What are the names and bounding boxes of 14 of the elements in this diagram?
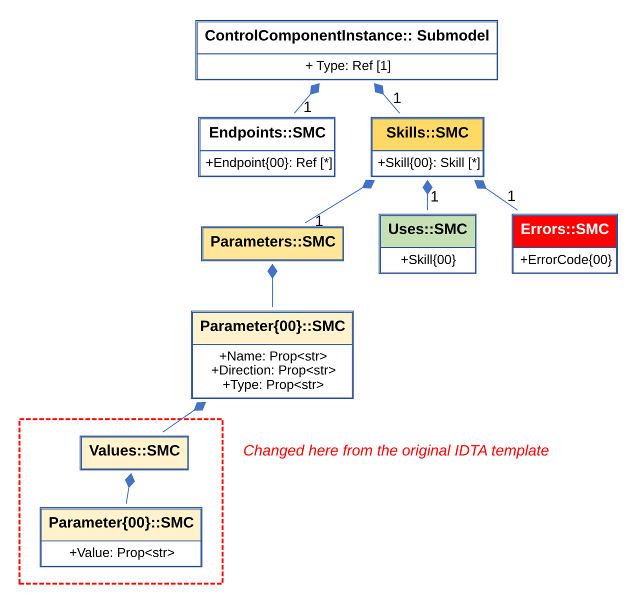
connector: [267, 264, 278, 308]
connector: [374, 83, 400, 114]
edge-label: 1: [392, 90, 402, 107]
label: Changed here from the original IDTA template: [243, 442, 550, 460]
connector: [474, 180, 518, 211]
cluster: [18, 418, 224, 585]
edge-label: 1: [430, 188, 439, 206]
connector: [124, 473, 135, 504]
connector: [294, 83, 320, 114]
edge-label: 1: [303, 99, 312, 116]
connector: [162, 402, 206, 433]
connector: [304, 180, 375, 224]
connector: [422, 180, 433, 211]
edge-label: 1: [507, 188, 516, 205]
